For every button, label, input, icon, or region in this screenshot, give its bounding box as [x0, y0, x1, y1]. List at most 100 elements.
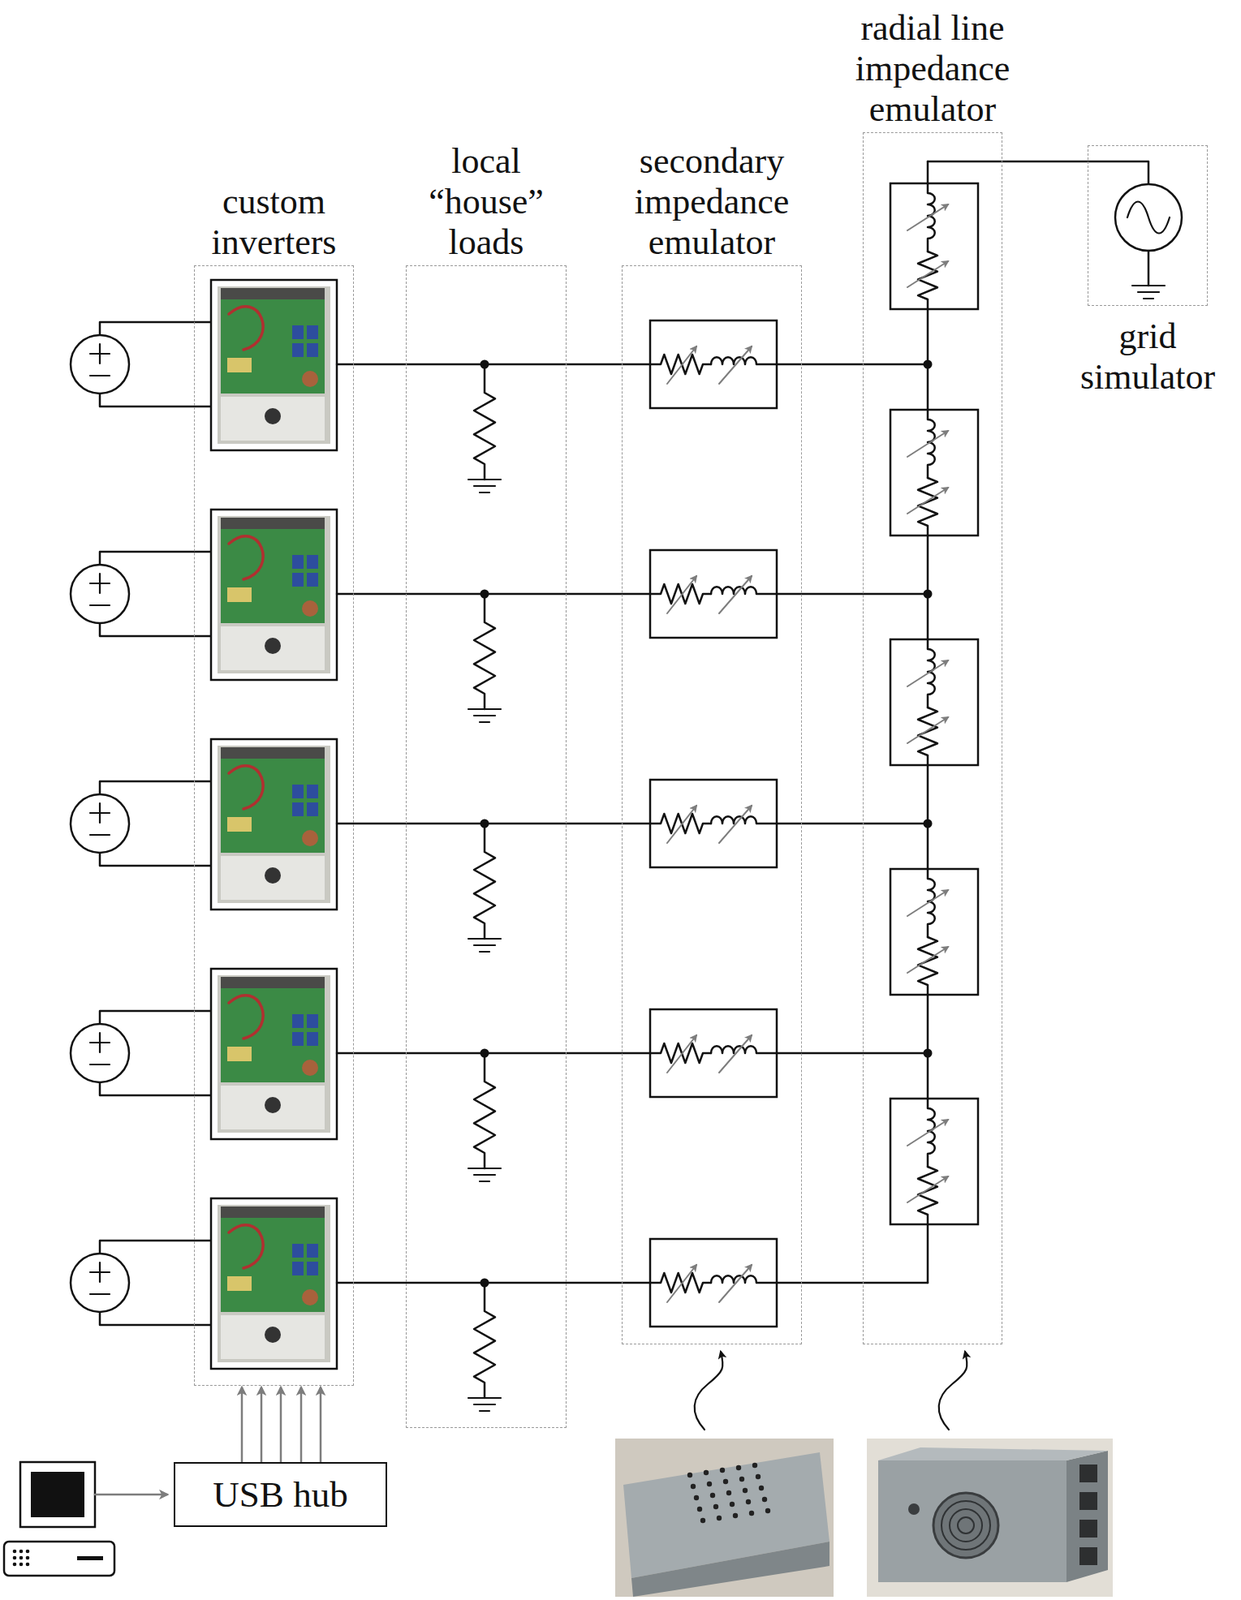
variable-resistor-symbol — [917, 251, 938, 310]
box-label: USB hub — [212, 1473, 348, 1517]
dc-source-symbol — [70, 564, 130, 624]
inverter-photo-relay — [306, 1014, 319, 1029]
sine-symbol — [1127, 202, 1170, 234]
inverter-photo-pcb — [220, 297, 325, 394]
impedance-box — [650, 320, 777, 409]
variable-resistor-symbol — [917, 937, 938, 996]
inverter-photo-wire — [228, 1225, 263, 1269]
radial-wire — [926, 535, 930, 640]
inverter-photo-part — [227, 1276, 252, 1292]
fan-ring — [957, 1517, 974, 1535]
enclosure-hole — [908, 1503, 920, 1516]
feeder-wire — [776, 363, 928, 367]
inverter-photo-connector — [264, 637, 281, 655]
side-connector — [1079, 1520, 1098, 1539]
variable-inductor-symbol — [710, 1275, 777, 1284]
enclosure-hole — [745, 1499, 751, 1505]
variable-arrow — [907, 1120, 948, 1147]
heading-holder: radial line impedance emulator — [823, 8, 1043, 130]
computer-icon — [4, 1462, 168, 1577]
enclosure-hole — [716, 1516, 722, 1522]
enclosure-hole — [765, 1508, 771, 1514]
inverter-photo-top — [220, 288, 325, 300]
variable-resistor-symbol — [650, 354, 711, 375]
ground-symbol — [468, 1168, 501, 1182]
variable-arrow — [907, 890, 948, 917]
inverter-photo-relay — [292, 1262, 304, 1276]
inverter-photo-connector — [264, 1327, 281, 1344]
inverter-photo-toroid — [301, 1060, 319, 1077]
impedance-box — [650, 1009, 777, 1098]
radial-wire — [926, 765, 930, 870]
load-resistor-symbol — [473, 594, 496, 710]
variable-arrow — [667, 1265, 697, 1303]
dc-source-symbol — [70, 1253, 130, 1313]
variable-arrow — [719, 576, 752, 614]
enclosure-hole — [755, 1474, 761, 1480]
heading-holder: secondary impedance emulator — [602, 141, 822, 263]
minus-sign — [90, 834, 110, 836]
inverter-photo-lower — [220, 856, 325, 901]
ground-symbol — [468, 1398, 501, 1412]
inverter-photo-pcb — [220, 527, 325, 624]
bus-wire — [336, 1052, 651, 1056]
enclosure-hole — [713, 1504, 719, 1510]
variable-arrow — [907, 947, 948, 974]
variable-arrow — [719, 1265, 752, 1303]
usb-cable-arrow — [300, 1387, 303, 1463]
radial-wire — [926, 309, 930, 410]
inverter-row — [70, 739, 933, 953]
group-heading: local “house” loads — [415, 141, 558, 263]
monitor-screen — [30, 1472, 85, 1518]
ac-source-symbol — [1115, 184, 1182, 251]
enclosure-hole — [736, 1465, 742, 1471]
enclosure-hole — [697, 1507, 703, 1513]
usb-cable-arrow — [260, 1387, 263, 1463]
inverter-row — [70, 509, 933, 723]
bus-wire — [336, 593, 651, 596]
enclosure-hole — [742, 1488, 748, 1494]
base-dot — [19, 1556, 24, 1561]
feeder-wire — [776, 593, 928, 596]
bus-wire — [336, 1282, 651, 1285]
inverter-photo-bg — [217, 516, 331, 674]
side-connector — [1079, 1547, 1098, 1566]
grid-wire — [927, 161, 1149, 185]
ground-symbol — [1132, 285, 1165, 299]
emulator-photos — [615, 1352, 1113, 1598]
ground-symbol — [468, 709, 501, 723]
heading-holder: grid simulator — [1058, 316, 1237, 398]
inverter-photo-wire — [228, 995, 263, 1039]
inverter-photo-relay — [306, 1262, 319, 1276]
enclosure-hole — [729, 1502, 735, 1508]
inverter-photo-relay — [292, 573, 304, 587]
plus-sign — [90, 1033, 110, 1053]
usb-cable-arrow — [280, 1387, 283, 1463]
usb-cable-arrow — [94, 1494, 168, 1497]
fan-grille — [933, 1493, 999, 1559]
inverter-photo-relay — [306, 555, 319, 569]
inverter-group: custom inverters — [193, 265, 354, 1387]
impedance-box — [890, 639, 979, 766]
enclosure-hole — [723, 1479, 729, 1485]
minus-sign — [90, 374, 110, 377]
fan-ring — [941, 1501, 991, 1551]
variable-inductor-symbol — [710, 1046, 777, 1054]
load-group: local “house” loads — [405, 265, 567, 1429]
usb-cable-arrow — [241, 1387, 244, 1463]
feeder-wire — [776, 1052, 928, 1056]
inverter-photo-toroid — [301, 830, 319, 847]
base-dot — [25, 1550, 31, 1555]
group-heading: custom inverters — [176, 181, 372, 263]
dc-source-symbol — [70, 1024, 130, 1083]
variable-inductor-symbol — [710, 816, 777, 824]
inverter-photo-top — [220, 977, 325, 989]
inverter-photo-wire — [228, 766, 263, 810]
bus-wire — [336, 363, 651, 367]
inverter-photo-bg — [217, 745, 331, 904]
enclosure-front — [878, 1460, 1067, 1583]
inverter-photo-part — [227, 357, 252, 373]
radial-line — [890, 161, 1182, 1284]
side-connector — [1079, 1465, 1098, 1483]
